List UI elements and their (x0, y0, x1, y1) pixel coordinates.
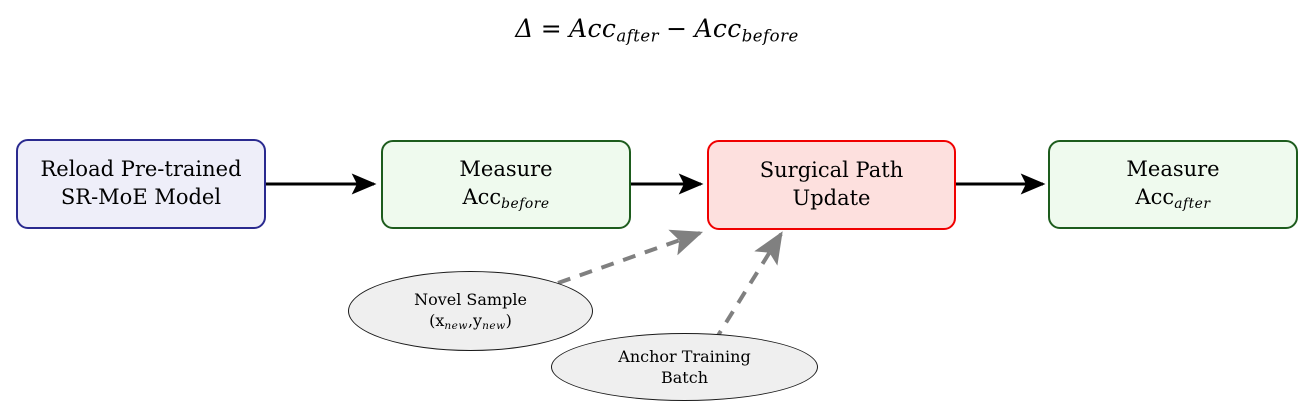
node-reload-model-line2: SR-MoE Model (60, 185, 222, 209)
equation-equals: = (540, 14, 563, 43)
equation-acc-before-sub: before (741, 26, 799, 46)
novel-sample-paren-close: ) (505, 310, 512, 330)
node-anchor-batch-label: Anchor Training Batch (618, 346, 750, 388)
novel-sample-y-sub: new (482, 319, 506, 332)
arrow-novel-sample-to-surgical (557, 229, 704, 285)
node-anchor-batch-line2: Batch (661, 368, 708, 387)
node-measure-before-label: Measure Accbefore (459, 156, 552, 213)
node-surgical-path-update-label: Surgical Path Update (760, 157, 903, 212)
novel-sample-comma: , (467, 310, 474, 330)
novel-sample-x-sub: new (444, 319, 468, 332)
node-surgical-path-update-line1: Surgical Path (759, 158, 904, 183)
title-equation: Δ=Accafter−Accbefore (0, 14, 1314, 46)
node-measure-after[interactable]: Measure Accafter (1048, 140, 1298, 229)
node-surgical-path-update-line2: Update (792, 186, 871, 210)
node-novel-sample-line1: Novel Sample (414, 289, 527, 309)
node-novel-sample[interactable]: Novel Sample (xnew,ynew) (348, 271, 593, 351)
node-reload-model[interactable]: Reload Pre-trained SR-MoE Model (16, 139, 266, 229)
node-measure-before-line1: Measure (459, 157, 553, 182)
node-anchor-batch[interactable]: Anchor Training Batch (551, 333, 818, 401)
measure-after-acc-sub: after (1174, 195, 1211, 212)
node-novel-sample-label: Novel Sample (xnew,ynew) (414, 289, 527, 334)
equation-delta: Δ (515, 14, 534, 43)
node-reload-model-line1: Reload Pre-trained (40, 157, 242, 182)
equation-acc-before-base: Acc (694, 14, 742, 43)
novel-sample-paren-open: ( (429, 310, 436, 330)
node-measure-after-line2: Accafter (1126, 184, 1219, 213)
measure-before-acc-base: Acc (462, 184, 502, 209)
node-measure-after-label: Measure Accafter (1126, 156, 1219, 213)
equation-minus: − (666, 14, 688, 43)
node-measure-before[interactable]: Measure Accbefore (381, 140, 631, 229)
arrow-anchor-batch-to-surgical (712, 231, 783, 344)
measure-before-acc-sub: before (501, 195, 550, 212)
equation-acc-after-sub: after (616, 26, 660, 46)
node-novel-sample-line2: (xnew,ynew) (414, 310, 527, 334)
node-reload-model-label: Reload Pre-trained SR-MoE Model (40, 156, 241, 211)
equation-acc-after-base: Acc (569, 14, 617, 43)
node-anchor-batch-line1: Anchor Training (618, 346, 751, 366)
node-measure-before-line2: Accbefore (459, 184, 552, 213)
node-measure-after-line1: Measure (1126, 157, 1220, 182)
novel-sample-x-base: x (435, 310, 445, 330)
measure-after-acc-base: Acc (1135, 184, 1175, 209)
node-surgical-path-update[interactable]: Surgical Path Update (707, 140, 956, 230)
novel-sample-y-base: y (473, 310, 483, 330)
